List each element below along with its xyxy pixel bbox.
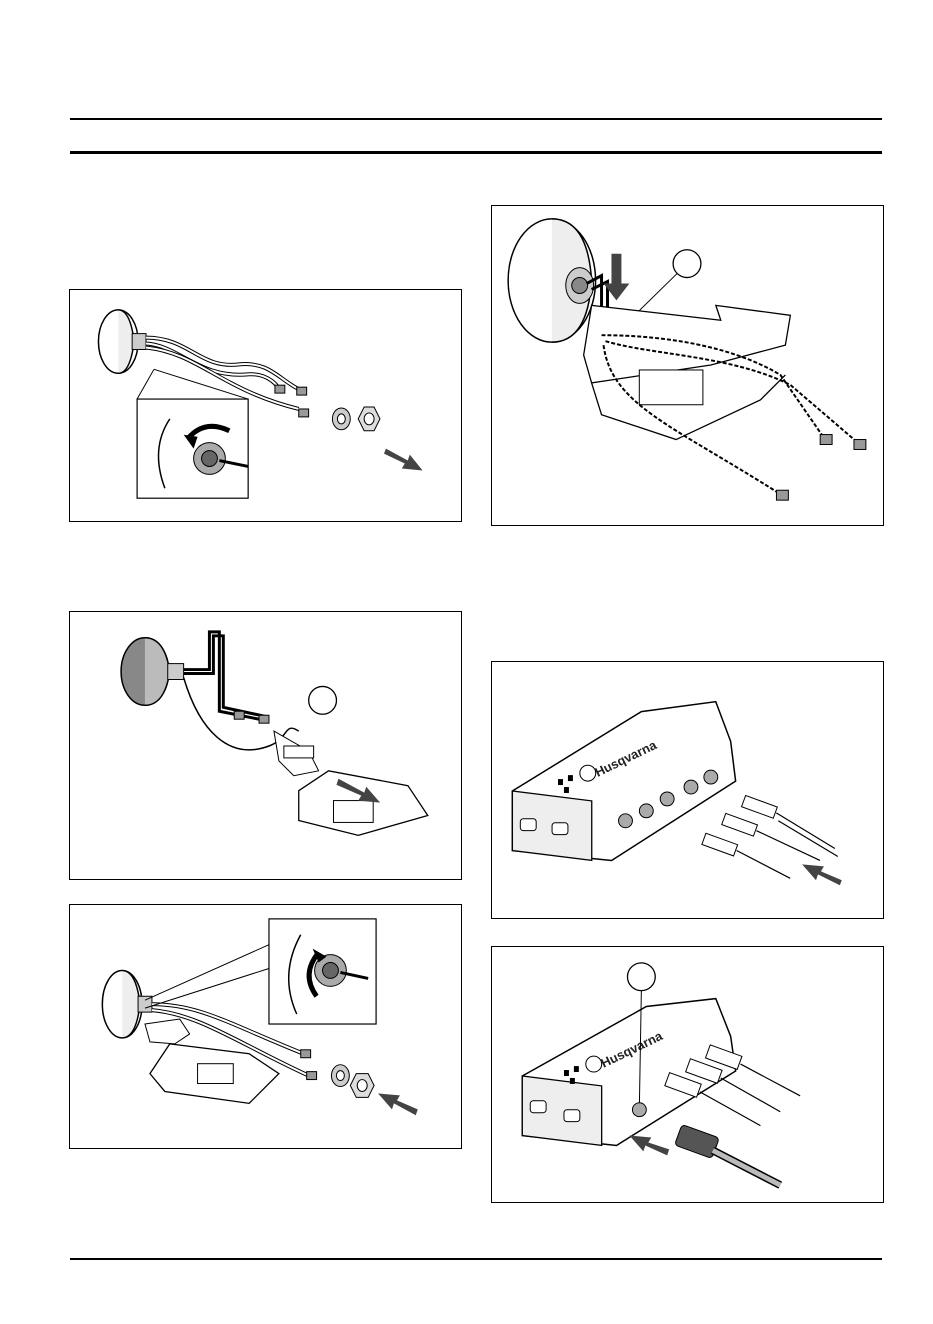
header-rule-bottom <box>70 151 882 154</box>
callout-marker <box>627 963 655 991</box>
antenna-remove-nut-illustration <box>70 290 461 521</box>
figure-connect-antenna-cables: Husqvarna <box>491 661 884 919</box>
callout-marker <box>673 250 701 278</box>
antenna-bracket-cables-illustration <box>492 206 883 525</box>
callout-marker <box>309 686 337 714</box>
control-unit-connect-cables-illustration: Husqvarna <box>492 662 883 918</box>
figure-connect-power-cable: Husqvarna <box>491 946 884 1203</box>
antenna-bracket-route-illustration <box>70 612 461 879</box>
figure-bracket-cables-routed <box>491 205 884 526</box>
figure-tighten-nut-bracket <box>69 904 462 1149</box>
footer-rule <box>70 1258 882 1260</box>
figure-remove-nut-washer <box>69 289 462 522</box>
control-unit-connect-power-illustration: Husqvarna <box>492 947 883 1202</box>
antenna-tighten-nut-illustration <box>70 905 461 1148</box>
figure-route-cable-bracket <box>69 611 462 880</box>
header-rule-top <box>70 118 882 120</box>
